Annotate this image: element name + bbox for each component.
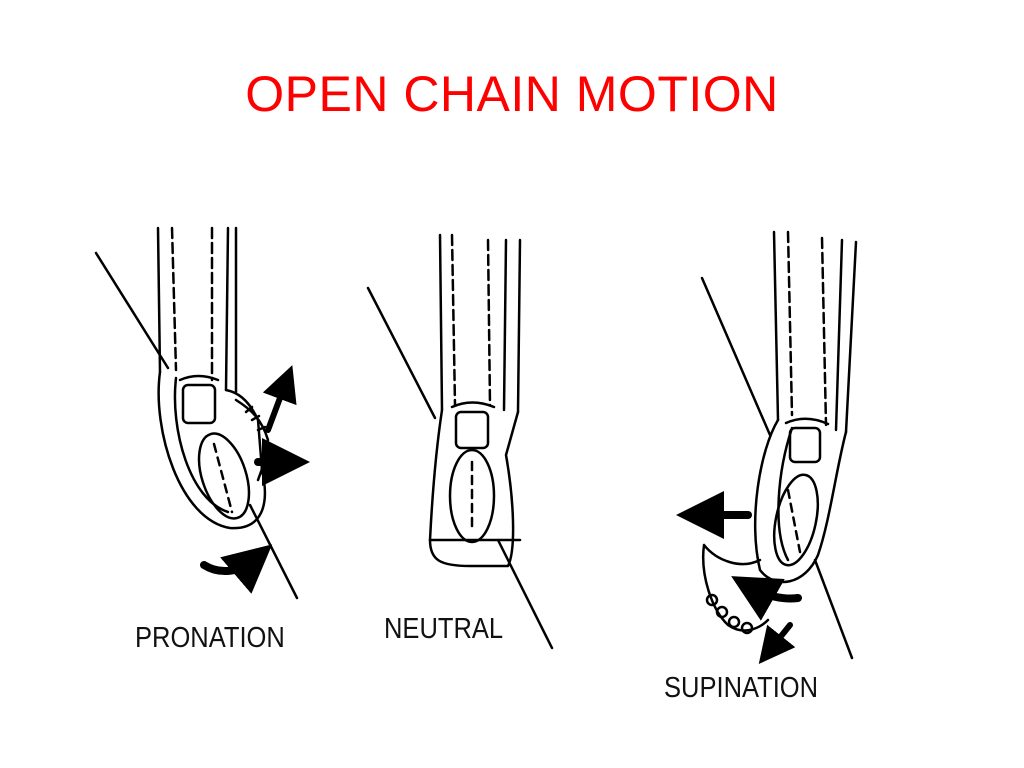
slide-title: OPEN CHAIN MOTION	[245, 66, 779, 122]
supination-label: SUPINATION	[664, 672, 819, 704]
neutral-foot-drawing	[366, 233, 554, 650]
supination-foot-drawing	[676, 230, 858, 665]
neutral-label: NEUTRAL	[384, 613, 504, 645]
pronation-foot-drawing	[94, 226, 310, 600]
pronation-label: PRONATION	[135, 622, 285, 654]
